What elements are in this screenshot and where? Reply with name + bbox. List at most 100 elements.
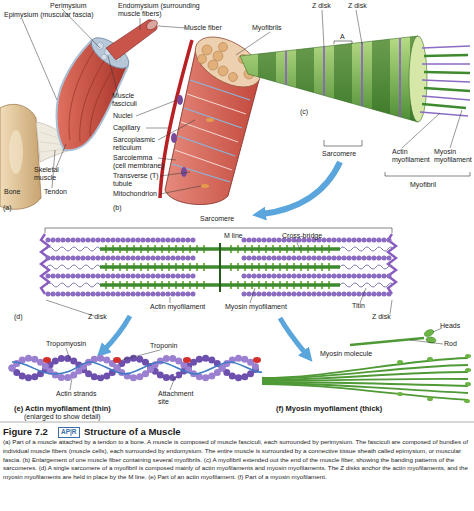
actin-myofilament	[48, 240, 389, 294]
part-label: Z disk	[88, 313, 107, 321]
titin	[340, 247, 393, 251]
titin	[340, 283, 393, 287]
bracket	[385, 172, 470, 176]
panel-letter: (d)	[14, 313, 23, 321]
part-label: Tropomyosin	[46, 340, 86, 348]
part-label: Endomysium (surrounding muscle fibers)	[118, 2, 202, 18]
leader-line	[250, 288, 255, 303]
leader-line	[158, 120, 195, 140]
part-label: Transverse (T) tubule	[113, 172, 161, 188]
panel-caption: (f) Myosin myofilament (thick)	[276, 404, 382, 414]
part-label: Sarcolemma (cell membrane)	[113, 154, 166, 170]
a-band	[296, 30, 314, 130]
panel-caption: (enlarged to show detail)	[24, 413, 101, 421]
myosin-strand	[262, 365, 468, 379]
mitochondrion	[206, 118, 214, 122]
myosin-strand	[262, 379, 468, 381]
a-band	[372, 30, 390, 130]
myosin-heads	[397, 354, 471, 403]
myosin-head	[465, 368, 471, 372]
part-label: Myofibril	[410, 181, 436, 189]
bracket	[45, 228, 392, 233]
z-disk	[388, 234, 396, 294]
leader-line	[46, 300, 94, 316]
part-label: Myosin molecule	[320, 350, 372, 358]
mitochondrion	[201, 184, 209, 188]
myofibril-end	[219, 43, 228, 52]
panel-letter: (a)	[3, 204, 12, 212]
part-label: Titin	[352, 302, 365, 310]
nucleus	[171, 133, 177, 143]
part-label: Bone	[4, 188, 20, 196]
leader-line	[160, 172, 190, 176]
bracket	[324, 140, 362, 146]
part-label: Skeletal muscle	[34, 166, 68, 182]
myosin-strand	[262, 358, 468, 378]
fasciculus	[101, 54, 107, 60]
part-label: Capillary	[113, 124, 140, 132]
figure-number: Figure 7.2	[3, 426, 48, 438]
myosin-head	[465, 382, 471, 386]
myofibril-end	[202, 45, 212, 55]
leader-line	[236, 32, 270, 55]
bracket	[334, 41, 352, 44]
nucleus	[177, 95, 183, 105]
leader-line	[402, 113, 440, 148]
part-label: Cross-bridge	[282, 232, 322, 240]
myosin-head	[397, 392, 403, 396]
part-label: Troponin	[150, 342, 177, 350]
myofibril-end	[213, 51, 223, 61]
part-label: Epimysium (muscular fascia)	[4, 11, 93, 19]
leader-line	[70, 378, 72, 390]
part-label: Myofibrils	[252, 24, 282, 32]
myosin-head	[423, 328, 435, 338]
leader-line	[22, 19, 57, 100]
part-label: Myosin myofilament	[225, 303, 287, 311]
panel-letter: (c)	[300, 108, 308, 116]
leader-line	[122, 350, 160, 360]
titin	[340, 265, 393, 269]
myosin-head	[465, 354, 471, 358]
title-rule	[0, 422, 474, 423]
zoom-arrow	[104, 316, 130, 350]
part-label: Nuclei	[113, 112, 132, 120]
leader-line	[158, 26, 186, 28]
a-band	[258, 30, 276, 130]
part-label: Z disk	[372, 313, 391, 321]
part-label: Attachment site	[158, 390, 198, 406]
leader-lines	[22, 9, 462, 390]
leader-line	[322, 10, 324, 47]
leader-line	[160, 186, 201, 194]
attachment-site	[174, 374, 177, 377]
titin	[47, 283, 100, 287]
part-label: Sarcoplasmic reticulum	[113, 136, 161, 152]
leader-line	[140, 18, 141, 30]
myosin-head	[427, 397, 433, 401]
sarcoplasmic-reticulum	[172, 80, 250, 182]
part-label: Myosin myofilament	[434, 148, 474, 164]
myosin-strand	[262, 372, 468, 380]
apr-icon: AP|R	[58, 427, 80, 438]
panel-letter: (b)	[113, 204, 122, 212]
leader-line	[296, 240, 300, 250]
figure-caption: (a) Part of a muscle attached by a tendo…	[3, 438, 471, 482]
leader-line	[108, 56, 118, 94]
part-label: A	[340, 33, 345, 41]
myosin-strands	[422, 55, 470, 108]
leader-line	[158, 158, 176, 160]
myosin-head	[464, 399, 470, 403]
part-label: Muscle fiber	[184, 24, 222, 32]
bone-highlight	[9, 130, 23, 174]
troponin	[183, 357, 191, 363]
part-label: Heads	[440, 322, 460, 330]
titin	[47, 247, 100, 251]
leader-line	[356, 10, 362, 44]
myosin-head	[397, 360, 403, 364]
part-label: Sarcomere	[200, 215, 234, 223]
fasciculus-end	[145, 18, 159, 31]
bone	[0, 104, 41, 209]
myofibril-end	[208, 60, 218, 70]
myofibril-end	[218, 66, 228, 76]
figure-title: Structure of a Muscle	[84, 426, 181, 438]
part-label: Actin myofilament	[392, 148, 432, 164]
